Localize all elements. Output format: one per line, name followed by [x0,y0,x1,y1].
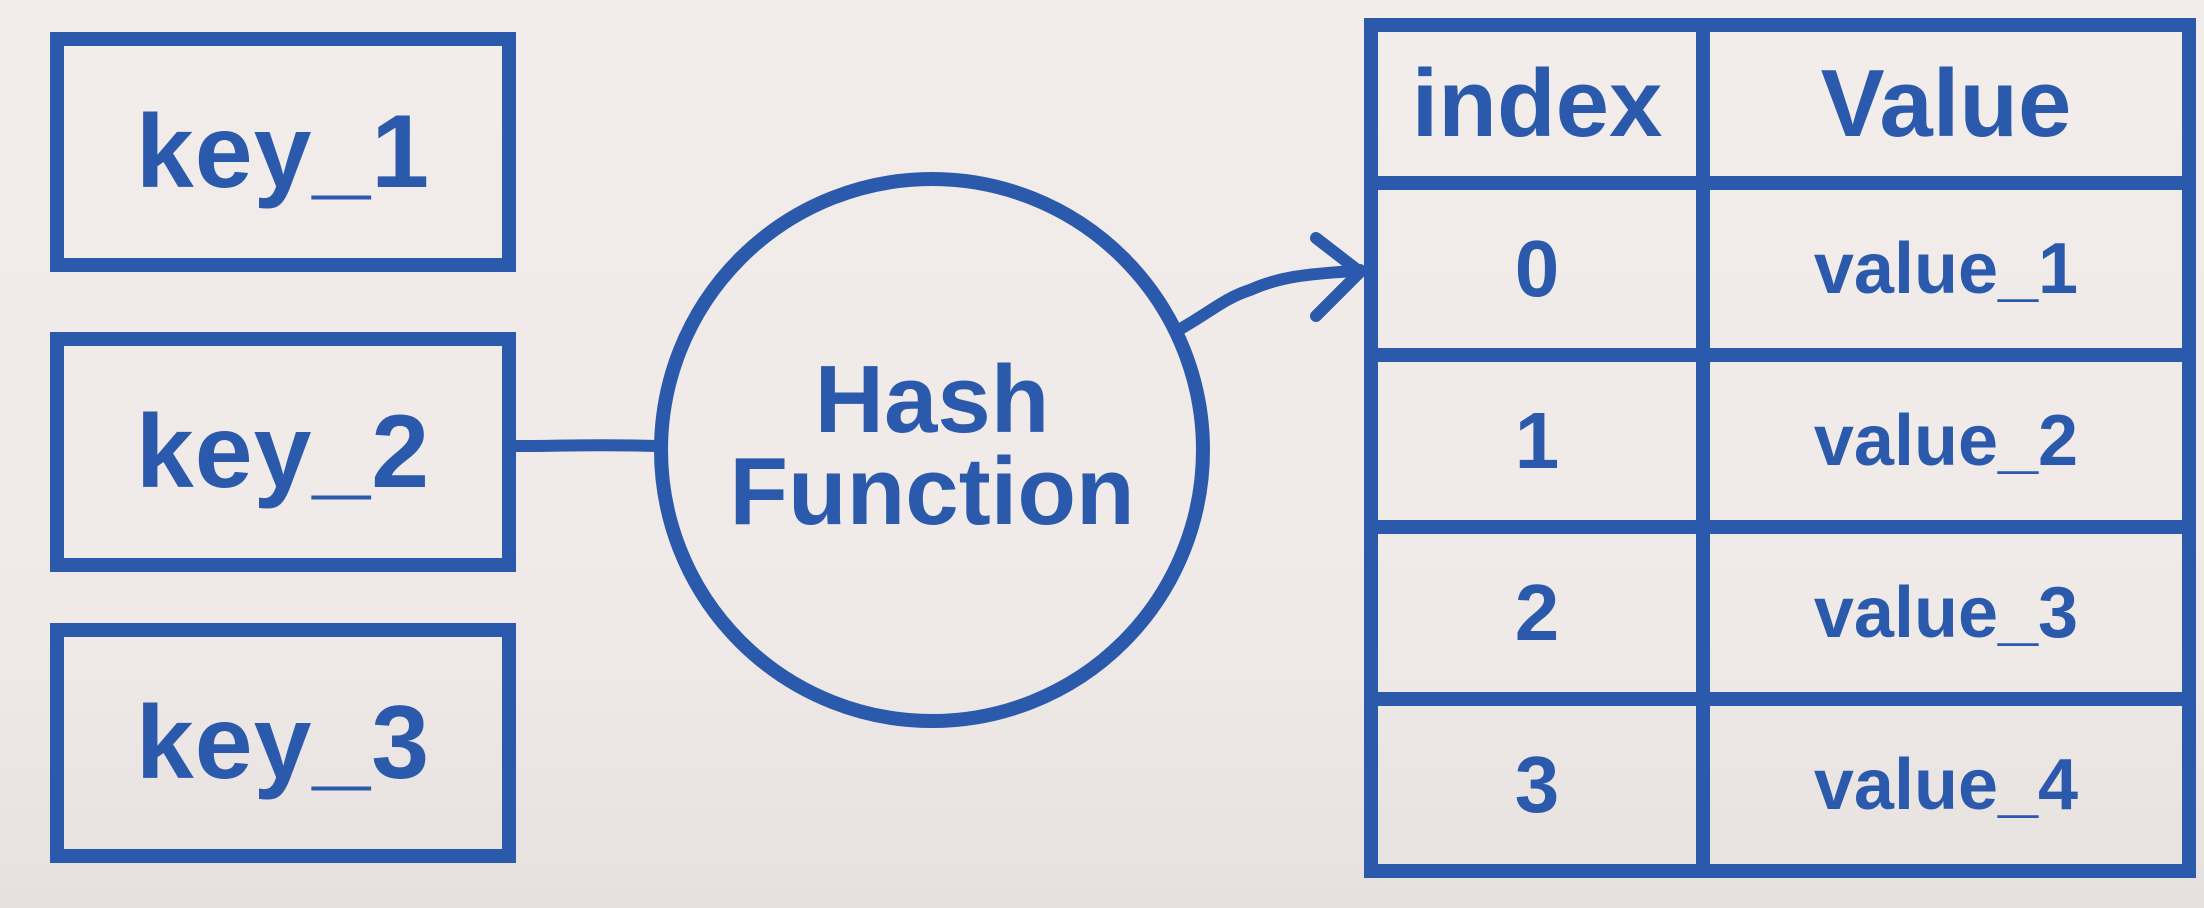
hash-table: index Value 0 value_1 1 value_2 2 value_… [1364,18,2196,878]
value-cell: value_4 [1696,692,2196,878]
index-column-header: index [1364,18,1710,190]
key-label: key_3 [135,684,431,801]
key-label: key_1 [135,93,431,210]
table-header-row: index Value [1364,18,2196,190]
index-cell: 1 [1364,348,1710,534]
arrow-head-icon [1310,232,1366,322]
key-box-1: key_1 [50,32,516,272]
hash-function-line-2: Function [729,438,1135,545]
key-box-2: key_2 [50,332,516,572]
index-cell: 0 [1364,176,1710,362]
hash-to-table-arrow [1176,264,1366,334]
hash-function-label: Hash Function [662,346,1202,545]
hash-function-circle [654,172,1210,728]
key-label: key_2 [135,393,431,510]
index-cell: 2 [1364,520,1710,706]
table-row: 0 value_1 [1364,176,2196,362]
table-row: 2 value_3 [1364,520,2196,706]
table-row: 3 value_4 [1364,692,2196,878]
value-column-header: Value [1696,18,2196,190]
value-cell: value_1 [1696,176,2196,362]
value-cell: value_2 [1696,348,2196,534]
value-cell: value_3 [1696,520,2196,706]
hash-function-line-1: Hash [814,346,1050,453]
key-box-3: key_3 [50,623,516,863]
key-to-hash-connector [510,439,661,452]
table-row: 1 value_2 [1364,348,2196,534]
index-cell: 3 [1364,692,1710,878]
